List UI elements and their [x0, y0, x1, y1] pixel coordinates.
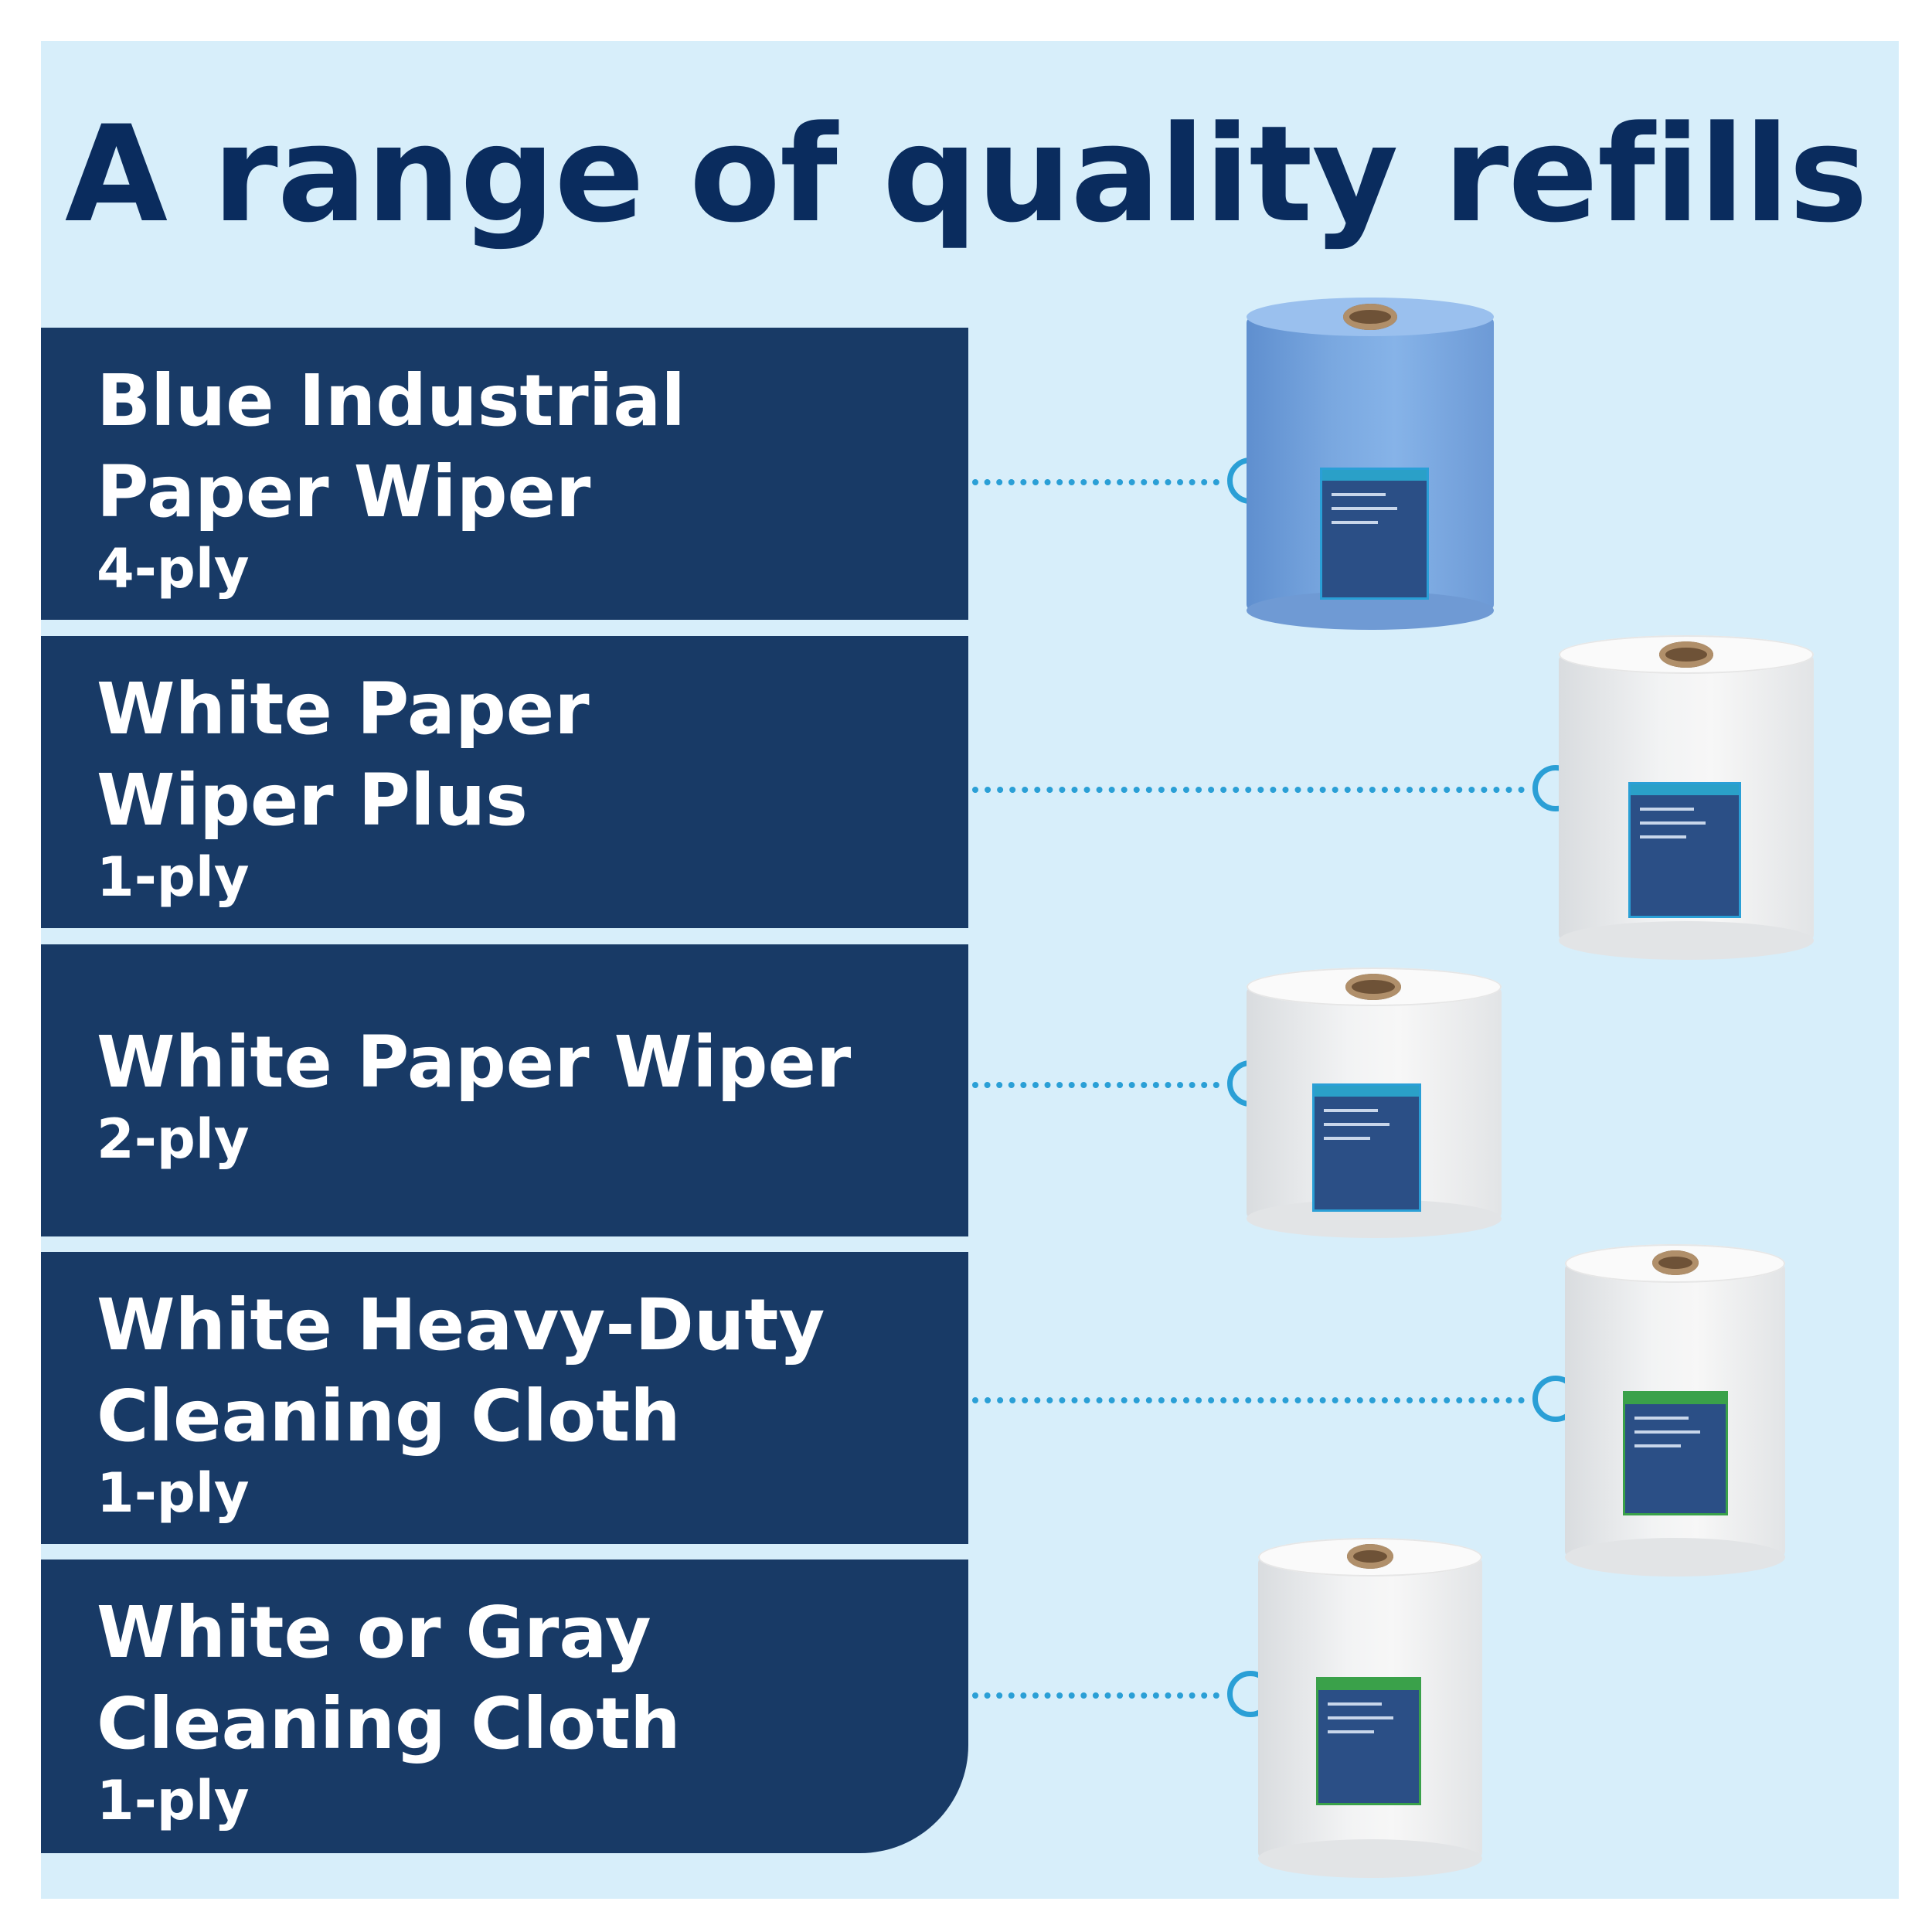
connector-line [972, 787, 1525, 793]
product-band-blue-industrial: Blue Industrial Paper Wiper 4-ply [41, 328, 968, 620]
product-ply: 1-ply [97, 1461, 250, 1525]
connector-line [972, 1692, 1219, 1699]
roll-white-paper-wiper-image [1247, 968, 1502, 1238]
roll-blue-industrial-image [1247, 298, 1494, 630]
product-ply: 1-ply [97, 845, 250, 909]
product-name-line2: Paper Wiper [97, 451, 591, 533]
product-name-line2: Wiper Plus [97, 759, 528, 842]
product-name-line2: Cleaning Cloth [97, 1375, 681, 1458]
roll-white-heavy-duty-cloth-image [1565, 1244, 1785, 1577]
connector-line [972, 1082, 1219, 1088]
product-name-line2: Cleaning Cloth [97, 1682, 681, 1765]
product-band-white-heavy-duty-cloth: White Heavy-Duty Cleaning Cloth 1-ply [41, 1252, 968, 1544]
product-ply: 4-ply [97, 537, 250, 600]
product-name-line1: White Paper [97, 668, 590, 750]
product-name-line1: Blue Industrial [97, 359, 685, 442]
product-band-white-paper-wiper-plus: White Paper Wiper Plus 1-ply [41, 636, 968, 928]
page-headline: A range of quality refills [64, 97, 1868, 252]
product-band-white-or-gray-cloth: White or Gray Cleaning Cloth 1-ply [41, 1560, 968, 1853]
product-name-line1: White Paper Wiper [97, 1021, 852, 1104]
product-ply: 2-ply [97, 1107, 250, 1171]
connector-line [972, 1397, 1525, 1403]
roll-white-paper-wiper-plus-image [1559, 635, 1814, 960]
product-name-line1: White Heavy-Duty [97, 1284, 825, 1366]
product-ply: 1-ply [97, 1769, 250, 1832]
roll-white-or-gray-cloth-image [1258, 1538, 1482, 1878]
product-name-line1: White or Gray [97, 1591, 651, 1674]
product-band-white-paper-wiper: White Paper Wiper 2-ply [41, 944, 968, 1236]
connector-line [972, 479, 1219, 485]
